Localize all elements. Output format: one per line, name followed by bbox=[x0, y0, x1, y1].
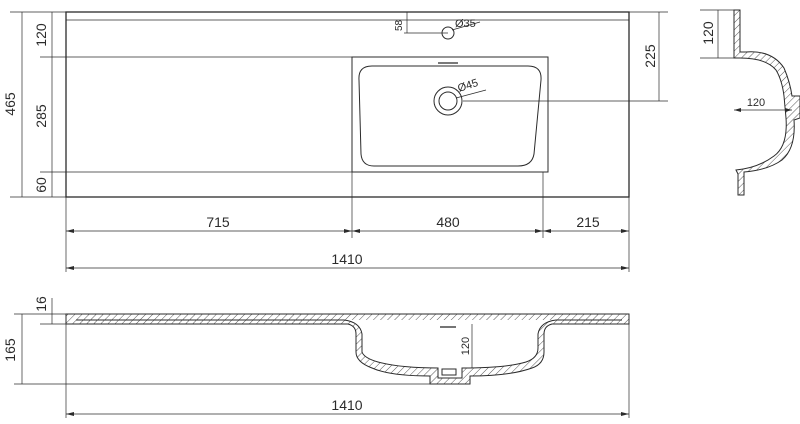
tap-offset-label: 58 bbox=[394, 19, 405, 31]
tap-leader bbox=[451, 21, 481, 31]
front-width-total-label: 1410 bbox=[331, 397, 362, 413]
side-depth-label: 120 bbox=[700, 21, 716, 45]
arrow bbox=[66, 266, 74, 270]
side-section-profile bbox=[733, 9, 800, 196]
arrow bbox=[785, 108, 792, 112]
arrow bbox=[66, 412, 74, 416]
arrow bbox=[66, 229, 74, 233]
height-bottom-label: 60 bbox=[33, 177, 49, 193]
width-right-label: 215 bbox=[576, 214, 600, 230]
drain-leader bbox=[455, 89, 487, 99]
front-drain-slot bbox=[441, 368, 457, 376]
arrow bbox=[535, 229, 543, 233]
side-depth-h-label: 120 bbox=[747, 97, 765, 109]
drain-diameter-label: Ø45 bbox=[456, 77, 479, 95]
basin-bowl bbox=[358, 65, 542, 167]
front-thickness-label: 16 bbox=[33, 296, 49, 312]
arrow bbox=[344, 229, 352, 233]
front-basin-depth-label: 120 bbox=[460, 337, 472, 355]
arrow bbox=[621, 266, 629, 270]
width-left-label: 715 bbox=[206, 214, 230, 230]
side-section: 120 120 bbox=[700, 9, 800, 196]
arrow bbox=[621, 229, 629, 233]
arrow bbox=[352, 229, 360, 233]
drain-hole-outer bbox=[433, 86, 463, 116]
width-basin-label: 480 bbox=[436, 214, 460, 230]
arrow bbox=[621, 412, 629, 416]
height-total-label: 465 bbox=[2, 92, 18, 116]
drain-hole-inner bbox=[438, 91, 458, 111]
front-section-profile bbox=[65, 313, 630, 385]
basin-outer-rim bbox=[351, 56, 549, 173]
width-total-label: 1410 bbox=[331, 251, 362, 267]
height-mid-label: 285 bbox=[33, 104, 49, 128]
front-height-label: 165 bbox=[2, 338, 18, 362]
tap-diameter-label: Ø35 bbox=[455, 18, 476, 30]
front-section: 16 165 120 1410 bbox=[2, 296, 630, 418]
arrow bbox=[543, 229, 551, 233]
drain-offset-label: 225 bbox=[642, 44, 658, 68]
countertop-outline bbox=[65, 11, 630, 198]
height-top-label: 120 bbox=[33, 23, 49, 47]
arrow bbox=[734, 108, 741, 112]
top-view: Ø45 Ø35 58 465 120 285 60 225 bbox=[2, 11, 668, 272]
